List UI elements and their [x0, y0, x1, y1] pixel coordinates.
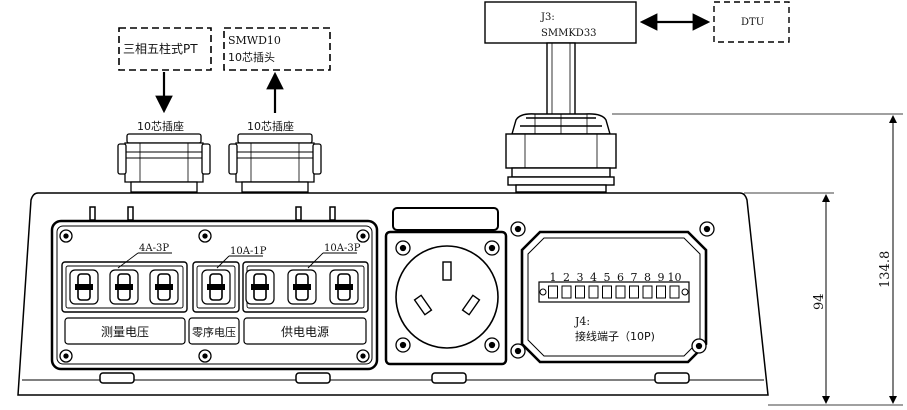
breaker-toggle — [69, 269, 99, 305]
terminal-number: 1 — [550, 271, 557, 284]
terminal-pin — [575, 285, 585, 299]
label-plate-measure: 测量电压 — [64, 317, 186, 345]
terminal-number: 8 — [644, 271, 651, 284]
right-socket — [228, 133, 322, 193]
terminal-pin — [615, 285, 626, 299]
smwd-model-label: SMWD10 — [228, 34, 281, 47]
j3-model-label: SMMKD33 — [541, 28, 597, 39]
breaker-toggle — [109, 269, 139, 305]
label-measure-voltage: 测量电压 — [101, 325, 149, 339]
pt-box: 三相五柱式PT — [118, 27, 212, 71]
dimension-lines — [612, 113, 903, 406]
terminal-pin — [656, 285, 666, 299]
terminal-number: 2 — [563, 271, 570, 284]
power-outlet — [384, 207, 508, 366]
terminal-number: 10 — [668, 271, 682, 284]
terminal-number: 6 — [617, 271, 624, 284]
dtu-box: DTU — [713, 1, 790, 43]
outlet-slot-right — [461, 294, 481, 316]
j3-label: J3: — [540, 12, 555, 23]
outlet-earth-slot — [442, 261, 452, 281]
terminal-number: 4 — [590, 271, 597, 284]
left-socket-label: 10芯插座 — [137, 119, 184, 133]
pt-box-label: 三相五柱式PT — [123, 41, 198, 56]
terminal-j4-desc: 接线端子（10P) — [575, 329, 655, 343]
terminal-j4-label: J4: — [574, 315, 590, 328]
label-plate-zero: 零序电压 — [188, 317, 240, 345]
rating-leaders — [117, 252, 357, 269]
terminal-number: 7 — [631, 271, 638, 284]
label-power-supply: 供电电源 — [281, 325, 329, 339]
dimension-134-8: 134.8 — [878, 251, 893, 288]
breaker-toggle — [149, 269, 179, 305]
j3-box: J3: SMMKD33 — [484, 1, 637, 44]
terminal-pin — [629, 285, 639, 299]
terminal-number: 9 — [658, 271, 665, 284]
terminal-pin — [588, 285, 599, 299]
cable-gland — [505, 113, 617, 193]
terminal-pin — [669, 285, 680, 299]
dimension-94: 94 — [812, 293, 827, 310]
breaker-rating-4a-3p: 4A-3P — [139, 243, 169, 254]
label-plate-supply: 供电电源 — [243, 317, 367, 345]
terminal-pin — [602, 285, 612, 299]
label-zero-sequence-voltage: 零序电压 — [192, 325, 236, 339]
smwd-box: SMWD10 10芯插头 — [223, 27, 331, 71]
terminal-pin — [548, 285, 558, 299]
breaker-rating-10a-1p: 10A-1P — [230, 246, 267, 257]
dtu-label: DTU — [741, 17, 764, 28]
breaker-toggle — [245, 269, 275, 305]
smwd-plug-label: 10芯插头 — [228, 50, 275, 64]
left-socket — [117, 133, 211, 193]
terminal-pin — [561, 285, 572, 299]
right-socket-label: 10芯插座 — [247, 119, 294, 133]
j3-cable — [546, 42, 576, 120]
terminal-pin — [642, 285, 653, 299]
breaker-toggle — [201, 269, 231, 305]
terminal-number: 3 — [577, 271, 584, 284]
breaker-toggle — [329, 269, 359, 305]
outlet-slot-left — [413, 294, 433, 316]
breaker-rating-10a-3p: 10A-3P — [324, 243, 361, 254]
terminal-number: 5 — [604, 271, 611, 284]
breaker-switches — [69, 269, 359, 305]
breaker-toggle — [287, 269, 317, 305]
